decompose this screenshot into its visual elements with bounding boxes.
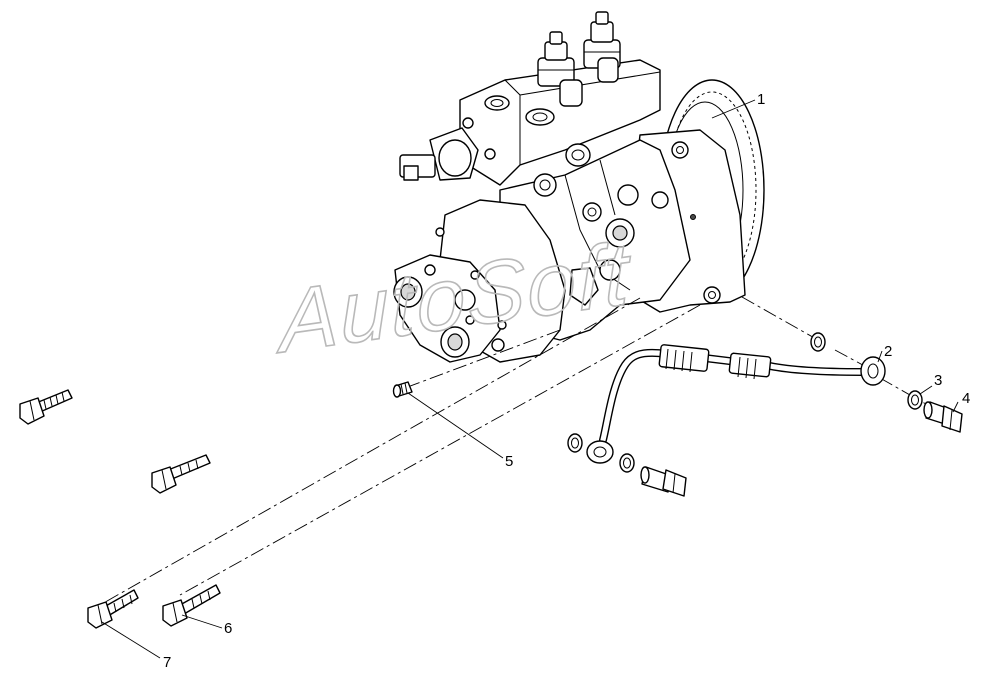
callout-3: 3 [934,372,942,389]
banjo-bolt-right[interactable] [923,401,963,433]
sealing-washer-upper[interactable] [810,332,826,352]
callout-7: 7 [163,654,171,671]
hex-bolt-upper[interactable] [19,389,73,425]
callout-2: 2 [884,343,892,360]
callout-4: 4 [962,390,970,407]
fuel-injection-pump[interactable] [393,11,765,363]
pressure-control-valve [399,117,496,181]
hex-bolt-part-6[interactable] [162,584,221,627]
fuel-line-pipe[interactable] [586,344,886,464]
banjo-bolt-lower[interactable] [640,466,687,497]
sealing-washer-right[interactable] [907,390,923,410]
outlet-fitting-left [537,31,575,87]
leader-lines [101,99,959,659]
sealing-washer-lower-right[interactable] [619,453,635,473]
threaded-plug[interactable] [392,381,413,398]
hex-bolt-part-7[interactable] [87,589,139,629]
callout-1: 1 [757,91,765,108]
hex-bolt-middle[interactable] [151,454,211,494]
sealing-washer-lower-left[interactable] [567,433,583,453]
callout-5: 5 [505,453,513,470]
callout-6: 6 [224,620,232,637]
feed-pump-housing [393,199,566,363]
